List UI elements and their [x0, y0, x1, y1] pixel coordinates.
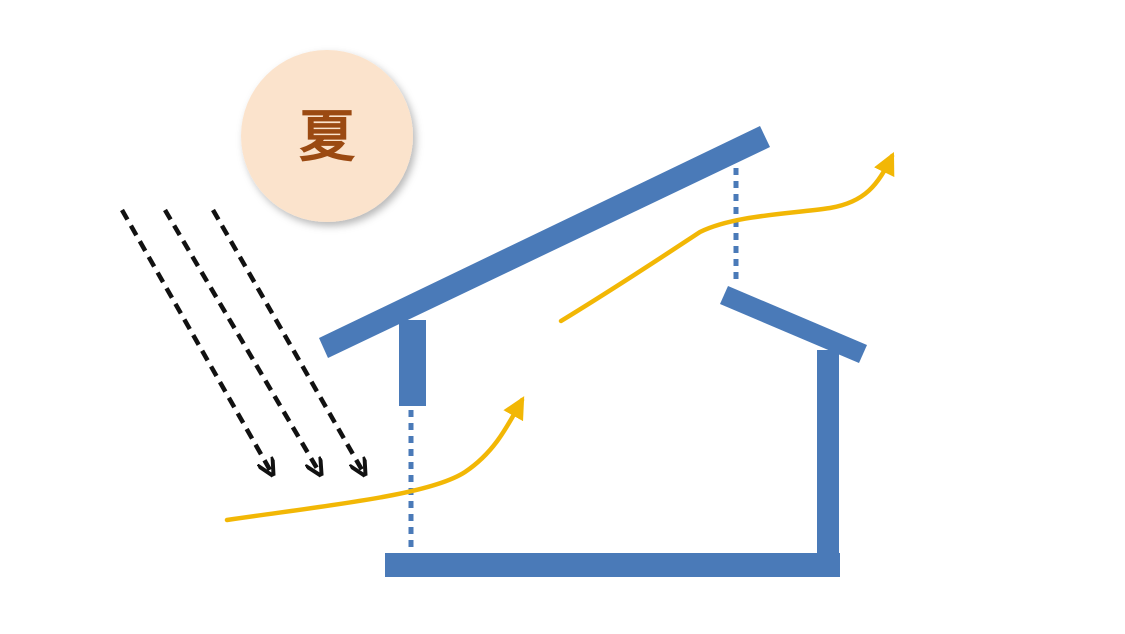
season-badge: 夏: [241, 50, 413, 222]
season-label: 夏: [299, 104, 356, 170]
season-badge-circle: [241, 50, 413, 222]
main-roof: [319, 126, 770, 358]
sun-rays: [120, 208, 362, 470]
airflow-lower-icon: [224, 396, 525, 523]
lower-roof: [720, 286, 867, 363]
sun-ray-icon: [163, 208, 318, 470]
sun-ray-icon: [120, 208, 270, 470]
airflow-upper-icon: [558, 151, 895, 324]
left-post: [399, 320, 426, 406]
house-structure: [319, 126, 867, 577]
sun-ray-icon: [211, 208, 362, 470]
floor: [385, 553, 840, 577]
openings: [408, 168, 739, 552]
airflow: [224, 151, 895, 523]
right-wall: [817, 350, 839, 575]
